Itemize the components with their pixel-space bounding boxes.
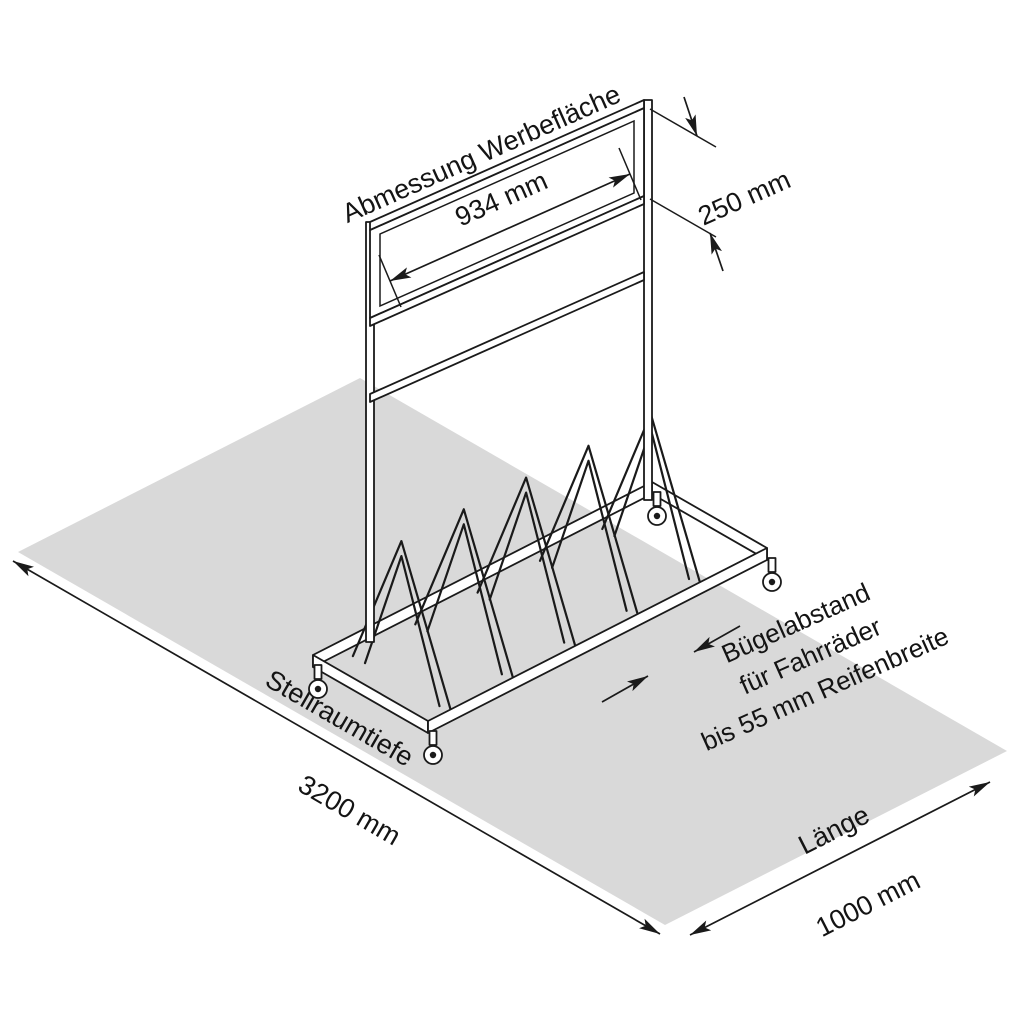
spacing-arrow-left (601, 675, 649, 703)
wheel-hoop (476, 476, 578, 651)
caster-wheel (647, 491, 667, 526)
extension-line-top (649, 108, 717, 148)
dim-line-ad-width (389, 173, 631, 282)
hoop-inner (426, 523, 503, 676)
caster-fork (652, 491, 662, 507)
extension-line-bottom (649, 198, 717, 238)
caster-hub (653, 512, 661, 520)
dim-arrow-down (683, 96, 698, 137)
floor-area-stellraum (18, 378, 1007, 925)
caster-fork (428, 730, 438, 746)
ad-height-value-label: 250 mm (694, 164, 795, 231)
hoop-inner (488, 491, 566, 644)
depth-value-label: 3200 mm (293, 769, 405, 851)
dim-line-depth (12, 560, 661, 935)
hoop-outer (538, 444, 640, 619)
dim-line-length (689, 781, 991, 936)
panel-post-right (643, 99, 653, 501)
caster-hub (429, 751, 437, 759)
length-value-label: 1000 mm (811, 865, 925, 943)
spacing-arrow-right (693, 625, 741, 653)
dim-arrow-up (709, 232, 724, 272)
base-rail-front (427, 547, 768, 734)
panel-rail-lower (369, 271, 645, 403)
caster-wheel (762, 557, 782, 592)
wheel-hoop (538, 444, 640, 619)
caster-hub (314, 685, 322, 693)
wheel-hoop (414, 508, 516, 683)
caster-fork (313, 664, 323, 680)
dim-ad-height: 250 mm (649, 96, 795, 272)
caster-fork (767, 557, 777, 573)
base-rail-right-end (651, 481, 768, 561)
hoop-inner (551, 459, 628, 612)
casters (308, 491, 782, 765)
ad-panel-inner-frame (379, 119, 635, 308)
caster-hub (768, 578, 776, 586)
hoop-outer (414, 508, 516, 683)
hoop-outer (476, 476, 578, 651)
caster-wheel (308, 664, 328, 699)
hoop-inner (363, 555, 441, 708)
caster-wheel (423, 730, 443, 765)
